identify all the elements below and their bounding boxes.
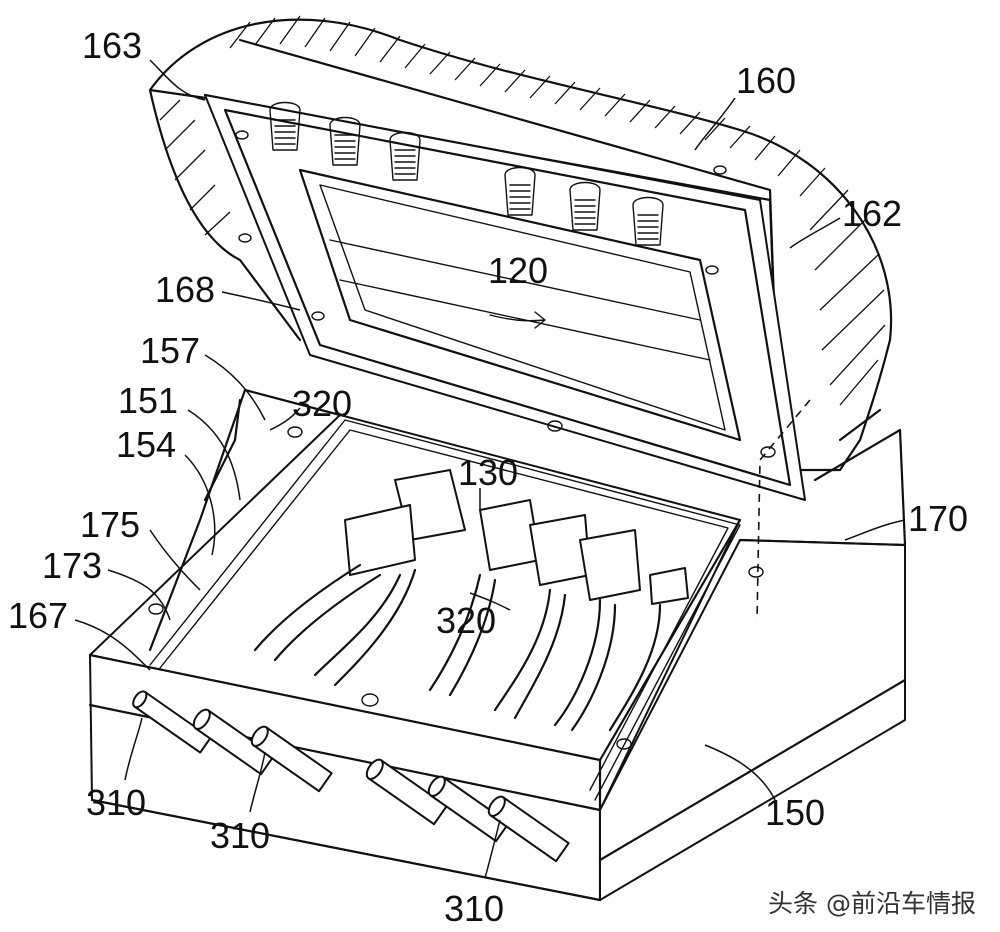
base-hole: [361, 693, 379, 707]
base-housing: [88, 388, 907, 902]
label-130: 130: [458, 452, 518, 493]
label-150: 150: [765, 792, 825, 833]
watermark: 头条 @前沿车情报: [768, 889, 976, 918]
frame-hole: [547, 420, 563, 432]
frame-hole: [311, 311, 325, 321]
cable-glands: [132, 690, 570, 863]
label-120: 120: [488, 250, 548, 291]
cables: [253, 563, 662, 732]
label-320-top: 320: [292, 383, 352, 424]
label-163: 163: [82, 25, 142, 66]
base-hole: [287, 426, 303, 438]
label-173: 173: [42, 545, 102, 586]
base-hole: [748, 566, 764, 578]
base-hole: [148, 603, 164, 615]
base-hole: [616, 738, 632, 750]
reference-labels: 163 160 162 120 168 157 320 151 154 130 …: [8, 25, 968, 929]
frame-hole: [238, 233, 252, 243]
frame-hole: [705, 265, 719, 275]
frame-hole: [760, 446, 776, 458]
frame-hole: [713, 165, 727, 175]
label-162: 162: [842, 193, 902, 234]
leader-lines: [74, 59, 906, 879]
label-157: 157: [140, 330, 200, 371]
label-310-middle: 310: [210, 815, 270, 856]
flow-arrow: [489, 311, 546, 329]
label-310-bottom: 310: [444, 888, 504, 929]
label-160: 160: [736, 60, 796, 101]
label-151: 151: [118, 380, 178, 421]
lid-spring-clips: [269, 101, 664, 246]
lid-inner-frame: [204, 94, 806, 501]
label-175: 175: [80, 504, 140, 545]
frame-hole: [235, 130, 249, 140]
connectors: [344, 469, 689, 605]
label-170: 170: [908, 498, 968, 539]
label-154: 154: [116, 424, 176, 465]
lid-hatching: [159, 15, 886, 406]
label-310-left: 310: [86, 782, 146, 823]
label-320-bottom: 320: [436, 600, 496, 641]
label-168: 168: [155, 269, 215, 310]
label-167: 167: [8, 595, 68, 636]
